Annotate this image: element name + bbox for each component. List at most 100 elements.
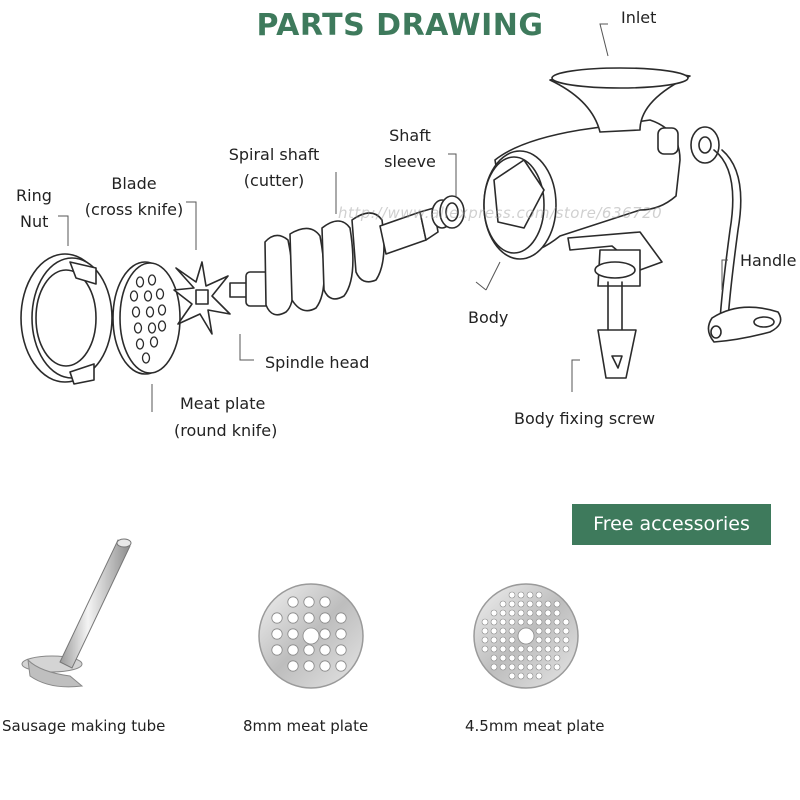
plate-hole	[335, 612, 347, 624]
plate-hole	[499, 654, 507, 662]
sausage-tube-image	[21, 538, 132, 688]
plate-hole	[481, 627, 489, 635]
label-body: Body	[468, 308, 509, 327]
plate-hole	[535, 600, 543, 608]
plate-hole	[481, 636, 489, 644]
plate-hole	[553, 654, 561, 662]
plate-hole	[508, 654, 516, 662]
plate-hole	[544, 618, 552, 626]
plate-hole	[535, 645, 543, 653]
plate-hole	[517, 591, 525, 599]
meat-plate-part	[112, 261, 181, 375]
label-spindle-head: Spindle head	[265, 353, 370, 372]
plate-hole	[544, 654, 552, 662]
label-meat-plate-2: (round knife)	[174, 421, 278, 440]
plate-hole	[499, 627, 507, 635]
plate-hole	[287, 596, 299, 608]
plate-hole	[147, 322, 157, 334]
plate-hole	[553, 609, 561, 617]
plate-hole	[481, 645, 489, 653]
plate-hole	[508, 591, 516, 599]
plate-hole	[499, 645, 507, 653]
spiral-shaft-part	[229, 207, 439, 316]
plate-hole	[490, 654, 498, 662]
plate-hole	[131, 306, 141, 318]
plate-hole	[553, 600, 561, 608]
plate-hole	[526, 618, 534, 626]
plate-hole	[319, 644, 331, 656]
plate-hole	[271, 612, 283, 624]
plate-hole	[147, 274, 157, 286]
plate-hole	[526, 645, 534, 653]
plate-hole	[544, 645, 552, 653]
plate-hole	[303, 596, 315, 608]
plate-hole	[517, 600, 525, 608]
plate-hole	[544, 627, 552, 635]
plate-hole	[517, 645, 525, 653]
plate-hole	[535, 636, 543, 644]
plate-hole	[287, 612, 299, 624]
plate-hole	[535, 627, 543, 635]
blade-part	[173, 261, 231, 335]
plate-hole	[271, 644, 283, 656]
plate-hole	[133, 322, 143, 334]
plate-hole	[508, 663, 516, 671]
plate-hole	[562, 636, 570, 644]
plate-hole	[303, 612, 315, 624]
plate-hole	[287, 660, 299, 672]
plate-hole	[319, 596, 331, 608]
plate-hole	[508, 600, 516, 608]
plate-hole	[271, 628, 283, 640]
plate-hole	[303, 660, 315, 672]
plate-hole	[517, 618, 525, 626]
label-meat-plate-1: Meat plate	[180, 394, 266, 413]
accessory-label-sausage-tube: Sausage making tube	[2, 717, 166, 735]
plate-hole	[535, 609, 543, 617]
label-blade-1: Blade	[111, 174, 157, 193]
plate-hole	[535, 663, 543, 671]
accessory-label-4-5mm-plate: 4.5mm meat plate	[465, 717, 605, 735]
plate-hole	[535, 654, 543, 662]
plate-hole	[508, 609, 516, 617]
page-title: PARTS DRAWING	[256, 8, 544, 43]
plate-hole	[553, 627, 561, 635]
plate-hole	[490, 636, 498, 644]
plate-hole	[517, 663, 525, 671]
shaft-sleeve-part	[431, 195, 465, 229]
plate-hole	[303, 644, 315, 656]
plate-hole	[508, 672, 516, 680]
plate-hole	[535, 591, 543, 599]
plate-hole	[490, 609, 498, 617]
plate-hole	[544, 636, 552, 644]
label-inlet: Inlet	[621, 8, 657, 27]
plate-hole	[335, 628, 347, 640]
plate-hole	[141, 352, 151, 364]
label-shaft-sleeve-2: sleeve	[384, 152, 436, 171]
label-ring-nut-2: Nut	[20, 212, 49, 231]
plate-hole	[544, 609, 552, 617]
plate-hole	[499, 600, 507, 608]
plate-hole	[517, 609, 525, 617]
plate-hole	[319, 612, 331, 624]
plate-hole	[526, 609, 534, 617]
watermark-text: http://www.aliexpress.com/store/636720	[338, 204, 663, 222]
ring-nut-part	[20, 253, 113, 385]
plate-hole	[553, 645, 561, 653]
plate-hole	[143, 290, 153, 302]
plate-hole	[508, 627, 516, 635]
label-handle: Handle	[740, 251, 797, 270]
plate-hole	[553, 663, 561, 671]
accessory-label-8mm-plate: 8mm meat plate	[243, 717, 369, 735]
plate-hole	[135, 338, 145, 350]
plate-hole	[157, 320, 167, 332]
plate-hole	[544, 663, 552, 671]
plate-hole	[526, 672, 534, 680]
label-spiral-shaft-1: Spiral shaft	[228, 145, 320, 164]
plate-hole	[508, 636, 516, 644]
label-shaft-sleeve-1: Shaft	[389, 126, 431, 145]
plate-hole	[129, 290, 139, 302]
plate-hole	[562, 627, 570, 635]
plate-hole	[526, 600, 534, 608]
plate-hole	[287, 644, 299, 656]
label-ring-nut-1: Ring	[16, 186, 52, 205]
